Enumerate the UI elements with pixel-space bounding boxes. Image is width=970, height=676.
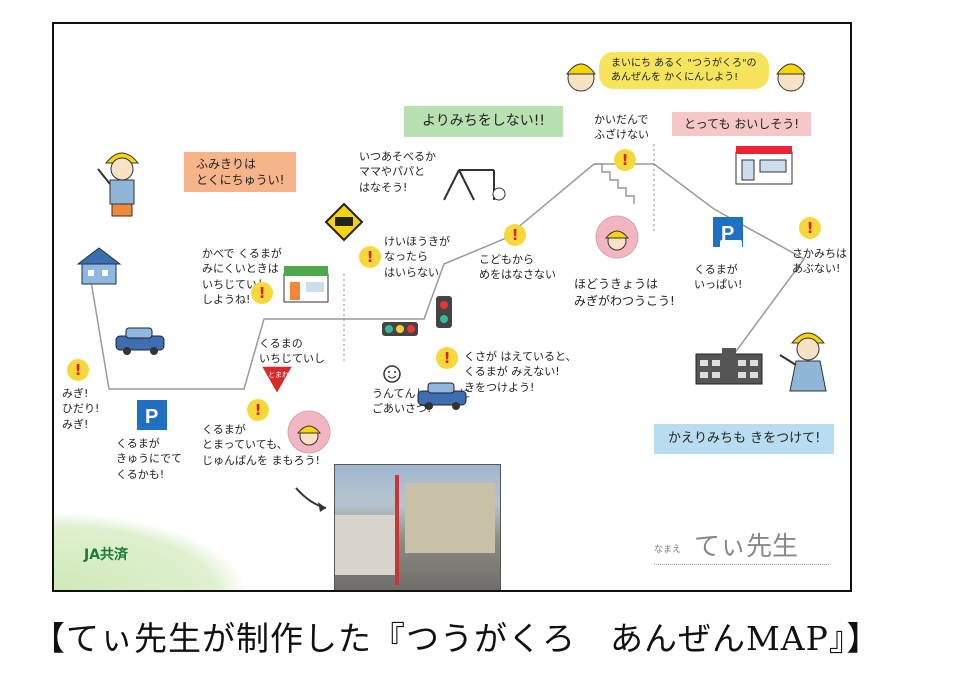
child-icon xyxy=(566,63,596,92)
signature: てぃ先生 xyxy=(694,532,799,562)
shop-icon xyxy=(283,266,329,303)
note-itsu-asoberu: いつあそべるか ママやパパと はなそう! xyxy=(359,150,436,194)
note-migi-hidari: みぎ! ひだり! みぎ! xyxy=(62,387,100,431)
house-icon xyxy=(76,247,122,285)
child-icon xyxy=(97,152,140,217)
arrow-icon xyxy=(295,487,327,512)
warning-icon: ! xyxy=(799,217,821,239)
note-sakamichi: さかみちは あぶない! xyxy=(792,247,847,276)
svg-text:P: P xyxy=(721,223,734,245)
warning-icon: ! xyxy=(614,149,636,171)
note-hodoukyou: ほどうきょうは みぎがわつうこう! xyxy=(574,277,675,308)
shop-icon xyxy=(735,146,793,185)
signature-label: なまえ xyxy=(654,545,682,555)
traffic-light-icon xyxy=(382,322,418,336)
header-banner: まいにち あるく "つうがくろ"の あんぜんを かくにんしよう! xyxy=(599,52,769,89)
note-parking-left: くるまが きゅうにでて くるかも! xyxy=(116,437,182,481)
warning-icon: ! xyxy=(251,282,273,304)
car-icon xyxy=(115,327,165,355)
smiley-icon xyxy=(383,365,401,383)
stop-sign-icon: とまれ xyxy=(259,365,295,396)
child-icon xyxy=(776,63,806,92)
stop-sign-label: とまれ xyxy=(268,371,289,379)
note-fumikiri: ふみきりは とくにちゅうい! xyxy=(184,152,297,193)
warning-icon: ! xyxy=(359,246,381,268)
school-icon xyxy=(695,348,763,385)
note-yorimichi: よりみちをしない!! xyxy=(404,106,563,137)
note-kuruma-ichiji: くるまの いちじていし xyxy=(259,337,325,366)
ja-kyosai-logo: JA共済 xyxy=(84,547,129,563)
note-keihouki: けいほうきが なったら はいらない xyxy=(384,235,450,279)
warning-icon: ! xyxy=(67,359,89,381)
playground-icon xyxy=(443,169,506,201)
crossing-guard-icon xyxy=(595,215,639,259)
car-icon xyxy=(720,240,742,248)
caption: 【てぃ先生が制作した『つうがくろ あんぜんMAP』】 xyxy=(32,619,881,658)
parking-icon: P xyxy=(137,400,167,430)
note-kaerimichi: かえりみちも きをつけて! xyxy=(654,424,835,454)
note-parking-right: くるまが いっぱい! xyxy=(694,263,743,292)
crossing-guard-icon xyxy=(287,410,331,454)
signature-line xyxy=(654,564,829,565)
warning-icon: ! xyxy=(436,347,458,369)
note-kusa: くさが はえていると、 くるまが みえない! きをつけよう! xyxy=(464,350,577,394)
note-oishisou: とっても おいしそう! xyxy=(672,112,812,137)
warning-icon: ! xyxy=(504,224,526,246)
street-photo xyxy=(334,464,501,590)
safety-map: まいにち あるく "つうがくろ"の あんぜんを かくにんしよう! ふみきりは と… xyxy=(52,22,852,592)
logo-background xyxy=(54,514,244,590)
note-kodomo: こどもから めをはなさない xyxy=(479,253,556,282)
note-tomatte: くるまが とまっていても、 じゅんばんを まもろう! xyxy=(202,423,320,467)
svg-text:P: P xyxy=(145,406,158,428)
crossing-sign-icon xyxy=(324,202,364,242)
traffic-light-icon xyxy=(436,296,452,328)
note-kaidan: かいだんで ふざけない xyxy=(594,113,649,142)
car-icon xyxy=(417,382,467,410)
warning-icon: ! xyxy=(247,399,269,421)
child-icon xyxy=(779,332,827,392)
